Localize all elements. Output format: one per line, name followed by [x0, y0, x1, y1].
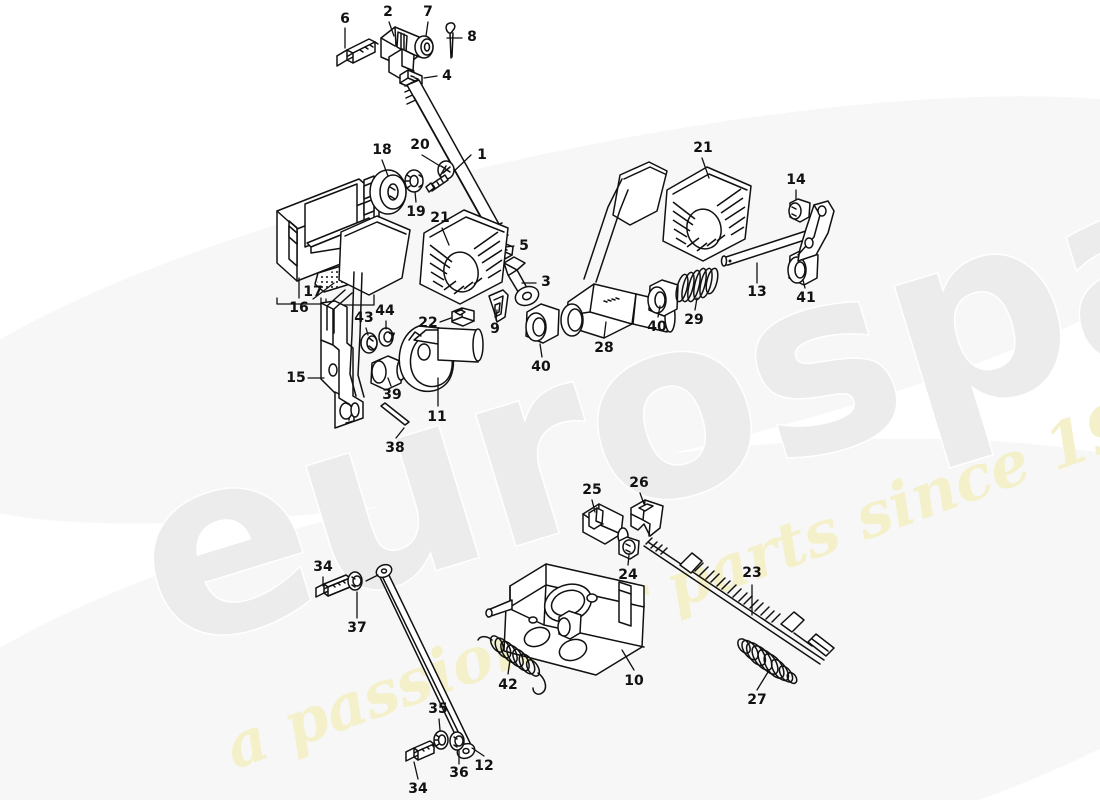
part-18-bushing — [369, 159, 407, 215]
callout-label-28: 28 — [594, 340, 614, 356]
part-42-return-spring — [477, 635, 547, 695]
callout-label-5: 5 — [519, 238, 529, 254]
callout-label-11: 11 — [427, 409, 447, 425]
callout-label-20: 20 — [410, 137, 430, 153]
callout-label-41: 41 — [796, 290, 816, 306]
callout-label-10: 10 — [624, 673, 644, 689]
part-20-screw — [421, 154, 455, 193]
part-26-lever-clip — [630, 492, 664, 537]
callout-label-22: 22 — [418, 315, 438, 331]
callout-label-6: 6 — [340, 11, 350, 27]
part-36-washer — [449, 731, 465, 765]
callout-label-8: 8 — [467, 29, 477, 45]
part-14-bushing — [788, 189, 811, 223]
callout-label-27: 27 — [747, 692, 767, 708]
part-38-pin — [380, 402, 410, 439]
part-37-washer — [347, 571, 379, 619]
part-22-clip — [439, 307, 475, 327]
part-10-support-bracket — [485, 563, 645, 676]
part-27-spring-boot — [737, 638, 798, 691]
part-24-nut — [618, 536, 640, 566]
part-25-cable-fitting — [582, 499, 629, 545]
callout-label-35: 35 — [428, 701, 448, 717]
callout-label-7: 7 — [423, 4, 433, 20]
callout-label-34: 34 — [313, 559, 333, 575]
callout-label-42: 42 — [498, 677, 518, 693]
callout-label-39: 39 — [382, 387, 402, 403]
callout-label-37: 37 — [347, 620, 367, 636]
part-29-coil-spring — [675, 267, 719, 311]
part-3-eye-bolt — [503, 256, 540, 307]
callout-label-15: 15 — [286, 370, 306, 386]
callout-label-40: 40 — [647, 319, 667, 335]
callout-label-7: 7 — [388, 330, 396, 344]
callout-label-2: 2 — [383, 4, 393, 20]
part-21-pedal-pad-right — [662, 157, 752, 262]
callout-label-29: 29 — [684, 312, 704, 328]
part-pedal-arms — [326, 271, 365, 398]
part-34-bolt-upper — [315, 574, 351, 598]
part-7-washer — [414, 21, 434, 59]
callout-label-19: 19 — [406, 204, 426, 220]
part-40-bushing-b — [647, 279, 679, 318]
part-right-lever-arm — [797, 200, 835, 262]
part-11-shaft-bracket — [398, 325, 484, 407]
part-21-pedal-pad-brake — [419, 209, 509, 305]
part-44-washer — [378, 320, 394, 347]
part-15-pedal-bracket — [307, 300, 364, 429]
callout-label-26: 26 — [629, 475, 649, 491]
part-35-lock-washer — [433, 718, 449, 750]
callout-label-34: 34 — [408, 781, 428, 797]
callout-label-9: 9 — [490, 321, 500, 337]
callout-label-23: 23 — [742, 565, 762, 581]
part-19-lock-washer — [404, 169, 424, 203]
part-8-cotter-pin — [445, 22, 463, 59]
callout-label-3: 3 — [541, 274, 551, 290]
callout-label-43: 43 — [354, 310, 374, 326]
callout-label-13: 13 — [747, 284, 767, 300]
callout-label-18: 18 — [372, 142, 392, 158]
part-40-bushing-a — [525, 303, 560, 358]
callout-label-21: 21 — [693, 140, 713, 156]
part-12-connecting-rod — [375, 563, 485, 760]
part-23-cable — [643, 537, 835, 665]
part-21-pedal-pad-small — [612, 161, 668, 226]
part-43-bushing — [360, 327, 378, 354]
callout-label-16: 16 — [289, 300, 309, 316]
callout-label-12: 12 — [474, 758, 494, 774]
callout-label-24: 24 — [618, 567, 638, 583]
part-6-bolt — [336, 27, 379, 67]
callout-label-25: 25 — [582, 482, 602, 498]
callout-label-14: 14 — [786, 172, 806, 188]
callout-label-36: 36 — [449, 765, 469, 781]
part-9-retainer-clip — [488, 289, 509, 323]
part-41-bushing — [787, 249, 819, 289]
callout-label-38: 38 — [385, 440, 405, 456]
callout-label-44: 44 — [375, 303, 395, 319]
callout-label-1: 1 — [477, 147, 487, 163]
callout-label-17: 17 — [303, 284, 323, 300]
callout-label-4: 4 — [442, 68, 452, 84]
callout-label-21: 21 — [430, 210, 450, 226]
part-21-pedal-pad-left — [338, 215, 411, 296]
part-2-clevis — [380, 21, 420, 80]
part-34-bolt-lower — [405, 740, 435, 780]
callout-label-40: 40 — [531, 359, 551, 375]
